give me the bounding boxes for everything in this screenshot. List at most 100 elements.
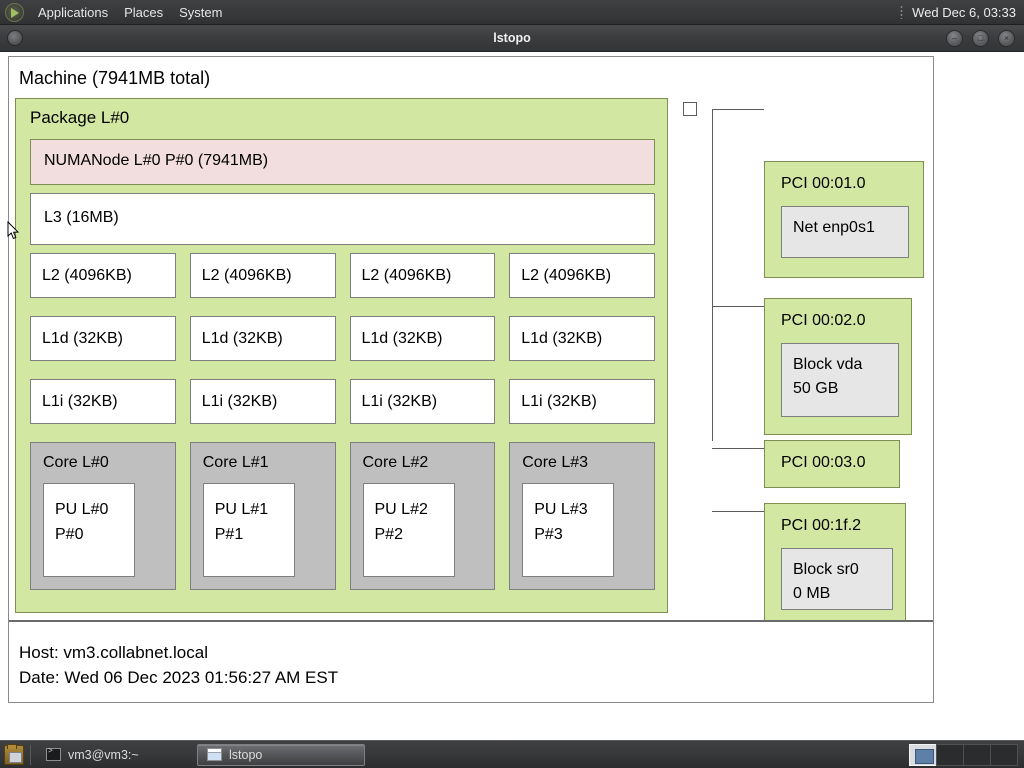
taskbar-item-terminal[interactable]: vm3@vm3:~: [37, 744, 197, 766]
pci-device-box[interactable]: PCI 00:03.0: [764, 440, 900, 488]
bottom-taskbar: vm3@vm3:~ lstopo: [0, 740, 1024, 768]
gnome-foot-icon[interactable]: [5, 2, 24, 22]
pu-box[interactable]: PU L#3 P#3: [522, 483, 615, 577]
show-desktop-icon[interactable]: [4, 743, 24, 765]
core-box[interactable]: Core L#2 PU L#2 P#2: [349, 442, 496, 590]
pci-subdevice-box[interactable]: Block vda 50 GB: [781, 343, 899, 417]
topology-canvas[interactable]: Machine (7941MB total) Package L#0 NUMAN…: [7, 56, 934, 703]
info-panel: Host: vm3.collabnet.local Date: Wed 06 D…: [9, 622, 933, 702]
lstopo-client-area: Machine (7941MB total) Package L#0 NUMAN…: [0, 52, 1024, 740]
pci-subdevice-box[interactable]: Net enp0s1: [781, 206, 909, 258]
taskbar-item-label: vm3@vm3:~: [68, 747, 139, 762]
numanode-box[interactable]: NUMANode L#0 P#0 (7941MB): [30, 139, 655, 185]
l1i-cache-box[interactable]: L1i (32KB): [189, 379, 336, 424]
l1i-cache-box[interactable]: L1i (32KB): [509, 379, 655, 424]
pu-physical-label: P#3: [534, 526, 563, 543]
pu-physical-label: P#2: [374, 526, 403, 543]
pu-box[interactable]: PU L#1 P#1: [202, 483, 295, 577]
pci-device-box[interactable]: PCI 00:01.0 Net enp0s1: [764, 161, 924, 278]
info-separator: [9, 620, 933, 622]
l1d-cache-box[interactable]: L1d (32KB): [189, 316, 336, 361]
pci-subdevice-line2: 50 GB: [793, 380, 839, 397]
core-row: Core L#0 PU L#0 P#0 Core L#1 PU L#1 P#1: [30, 442, 655, 590]
l3-cache-box[interactable]: L3 (16MB): [30, 193, 655, 245]
terminal-icon: [46, 747, 61, 761]
maximize-button[interactable]: □: [972, 29, 989, 47]
workspace-4[interactable]: [990, 743, 1018, 766]
pci-branch-line: [712, 511, 764, 512]
l1i-cache-row: L1i (32KB) L1i (32KB) L1i (32KB) L1i (32…: [30, 379, 655, 424]
dots-indicator-icon[interactable]: [900, 5, 904, 19]
core-label: Core L#2: [362, 454, 429, 471]
pci-label: PCI 00:01.0: [781, 175, 866, 192]
mouse-cursor-icon: [7, 221, 20, 240]
pci-root-connector-icon: [683, 102, 697, 116]
panel-clock[interactable]: Wed Dec 6, 03:33: [912, 4, 1016, 20]
gnome-top-panel: Applications Places System Wed Dec 6, 03…: [0, 0, 1024, 25]
l2-cache-box[interactable]: L2 (4096KB): [189, 253, 336, 298]
panel-right-region: Wed Dec 6, 03:33: [900, 5, 1024, 20]
pci-device-box[interactable]: PCI 00:02.0 Block vda 50 GB: [764, 298, 912, 435]
window-icon: [207, 748, 222, 761]
l2-cache-box[interactable]: L2 (4096KB): [509, 253, 655, 298]
minimize-icon: –: [951, 32, 957, 43]
menu-places[interactable]: Places: [124, 4, 164, 20]
l2-cache-box[interactable]: L2 (4096KB): [30, 253, 176, 298]
pu-physical-label: P#0: [55, 526, 84, 543]
minimize-button[interactable]: –: [946, 29, 963, 47]
l1i-cache-box[interactable]: L1i (32KB): [30, 379, 176, 424]
pu-logical-label: PU L#1: [214, 501, 269, 518]
host-label: Host: vm3.collabnet.local: [19, 643, 208, 662]
l1d-cache-box[interactable]: L1d (32KB): [30, 316, 176, 361]
core-label: Core L#0: [43, 454, 109, 471]
workspace-switcher: [909, 743, 1024, 766]
pu-logical-label: PU L#3: [534, 501, 588, 518]
taskbar-item-label: lstopo: [229, 747, 263, 762]
core-label: Core L#3: [522, 454, 589, 471]
workspace-2[interactable]: [936, 743, 964, 766]
package-box[interactable]: Package L#0 NUMANode L#0 P#0 (7941MB) L3…: [15, 98, 668, 613]
workspace-3[interactable]: [963, 743, 991, 766]
pci-branch-line: [712, 109, 764, 110]
taskbar-item-lstopo[interactable]: lstopo: [197, 743, 365, 766]
workspace-1[interactable]: [909, 743, 937, 766]
close-icon: ×: [1003, 32, 1010, 43]
l1d-cache-box[interactable]: L1d (32KB): [509, 316, 655, 361]
pci-branch-line: [712, 448, 764, 449]
menu-system[interactable]: System: [179, 4, 223, 20]
l1d-cache-row: L1d (32KB) L1d (32KB) L1d (32KB) L1d (32…: [30, 316, 655, 361]
close-button[interactable]: ×: [998, 29, 1015, 47]
core-box[interactable]: Core L#1 PU L#1 P#1: [189, 442, 336, 590]
pci-label: PCI 00:02.0: [781, 312, 866, 329]
pci-label: PCI 00:03.0: [781, 454, 866, 471]
l1i-cache-box[interactable]: L1i (32KB): [349, 379, 496, 424]
pci-subdevice-line1: Net enp0s1: [793, 219, 875, 236]
pci-device-box[interactable]: PCI 00:1f.2 Block sr0 0 MB: [764, 503, 906, 625]
window-titlebar[interactable]: lstopo – □ ×: [0, 25, 1024, 52]
pci-trunk-line: [712, 109, 713, 441]
pci-branch-line: [712, 306, 764, 307]
pci-subdevice-box[interactable]: Block sr0 0 MB: [781, 548, 893, 610]
maximize-icon: □: [977, 32, 984, 43]
l2-cache-box[interactable]: L2 (4096KB): [349, 253, 496, 298]
pu-logical-label: PU L#2: [374, 501, 428, 518]
pu-box[interactable]: PU L#2 P#2: [362, 483, 455, 577]
package-label: Package L#0: [30, 108, 130, 127]
numanode-label: NUMANode L#0 P#0 (7941MB): [44, 152, 269, 169]
date-label: Date: Wed 06 Dec 2023 01:56:27 AM EST: [19, 668, 339, 687]
pu-box[interactable]: PU L#0 P#0: [43, 483, 135, 577]
taskbar-divider: [30, 744, 31, 765]
core-box[interactable]: Core L#3 PU L#3 P#3: [509, 442, 655, 590]
pci-subdevice-line1: Block sr0: [793, 561, 859, 578]
window-title: lstopo: [493, 31, 531, 45]
menu-applications[interactable]: Applications: [38, 4, 109, 20]
l1d-cache-box[interactable]: L1d (32KB): [349, 316, 496, 361]
core-box[interactable]: Core L#0 PU L#0 P#0: [30, 442, 176, 590]
window-menu-icon[interactable]: [7, 30, 23, 46]
pu-physical-label: P#1: [214, 526, 244, 543]
pci-subdevice-line2: 0 MB: [793, 585, 831, 602]
pci-label: PCI 00:1f.2: [781, 517, 862, 534]
l3-cache-label: L3 (16MB): [44, 209, 119, 226]
pci-tree: PCI 00:01.0 Net enp0s1 PCI 00:02.0 Block…: [677, 98, 927, 625]
